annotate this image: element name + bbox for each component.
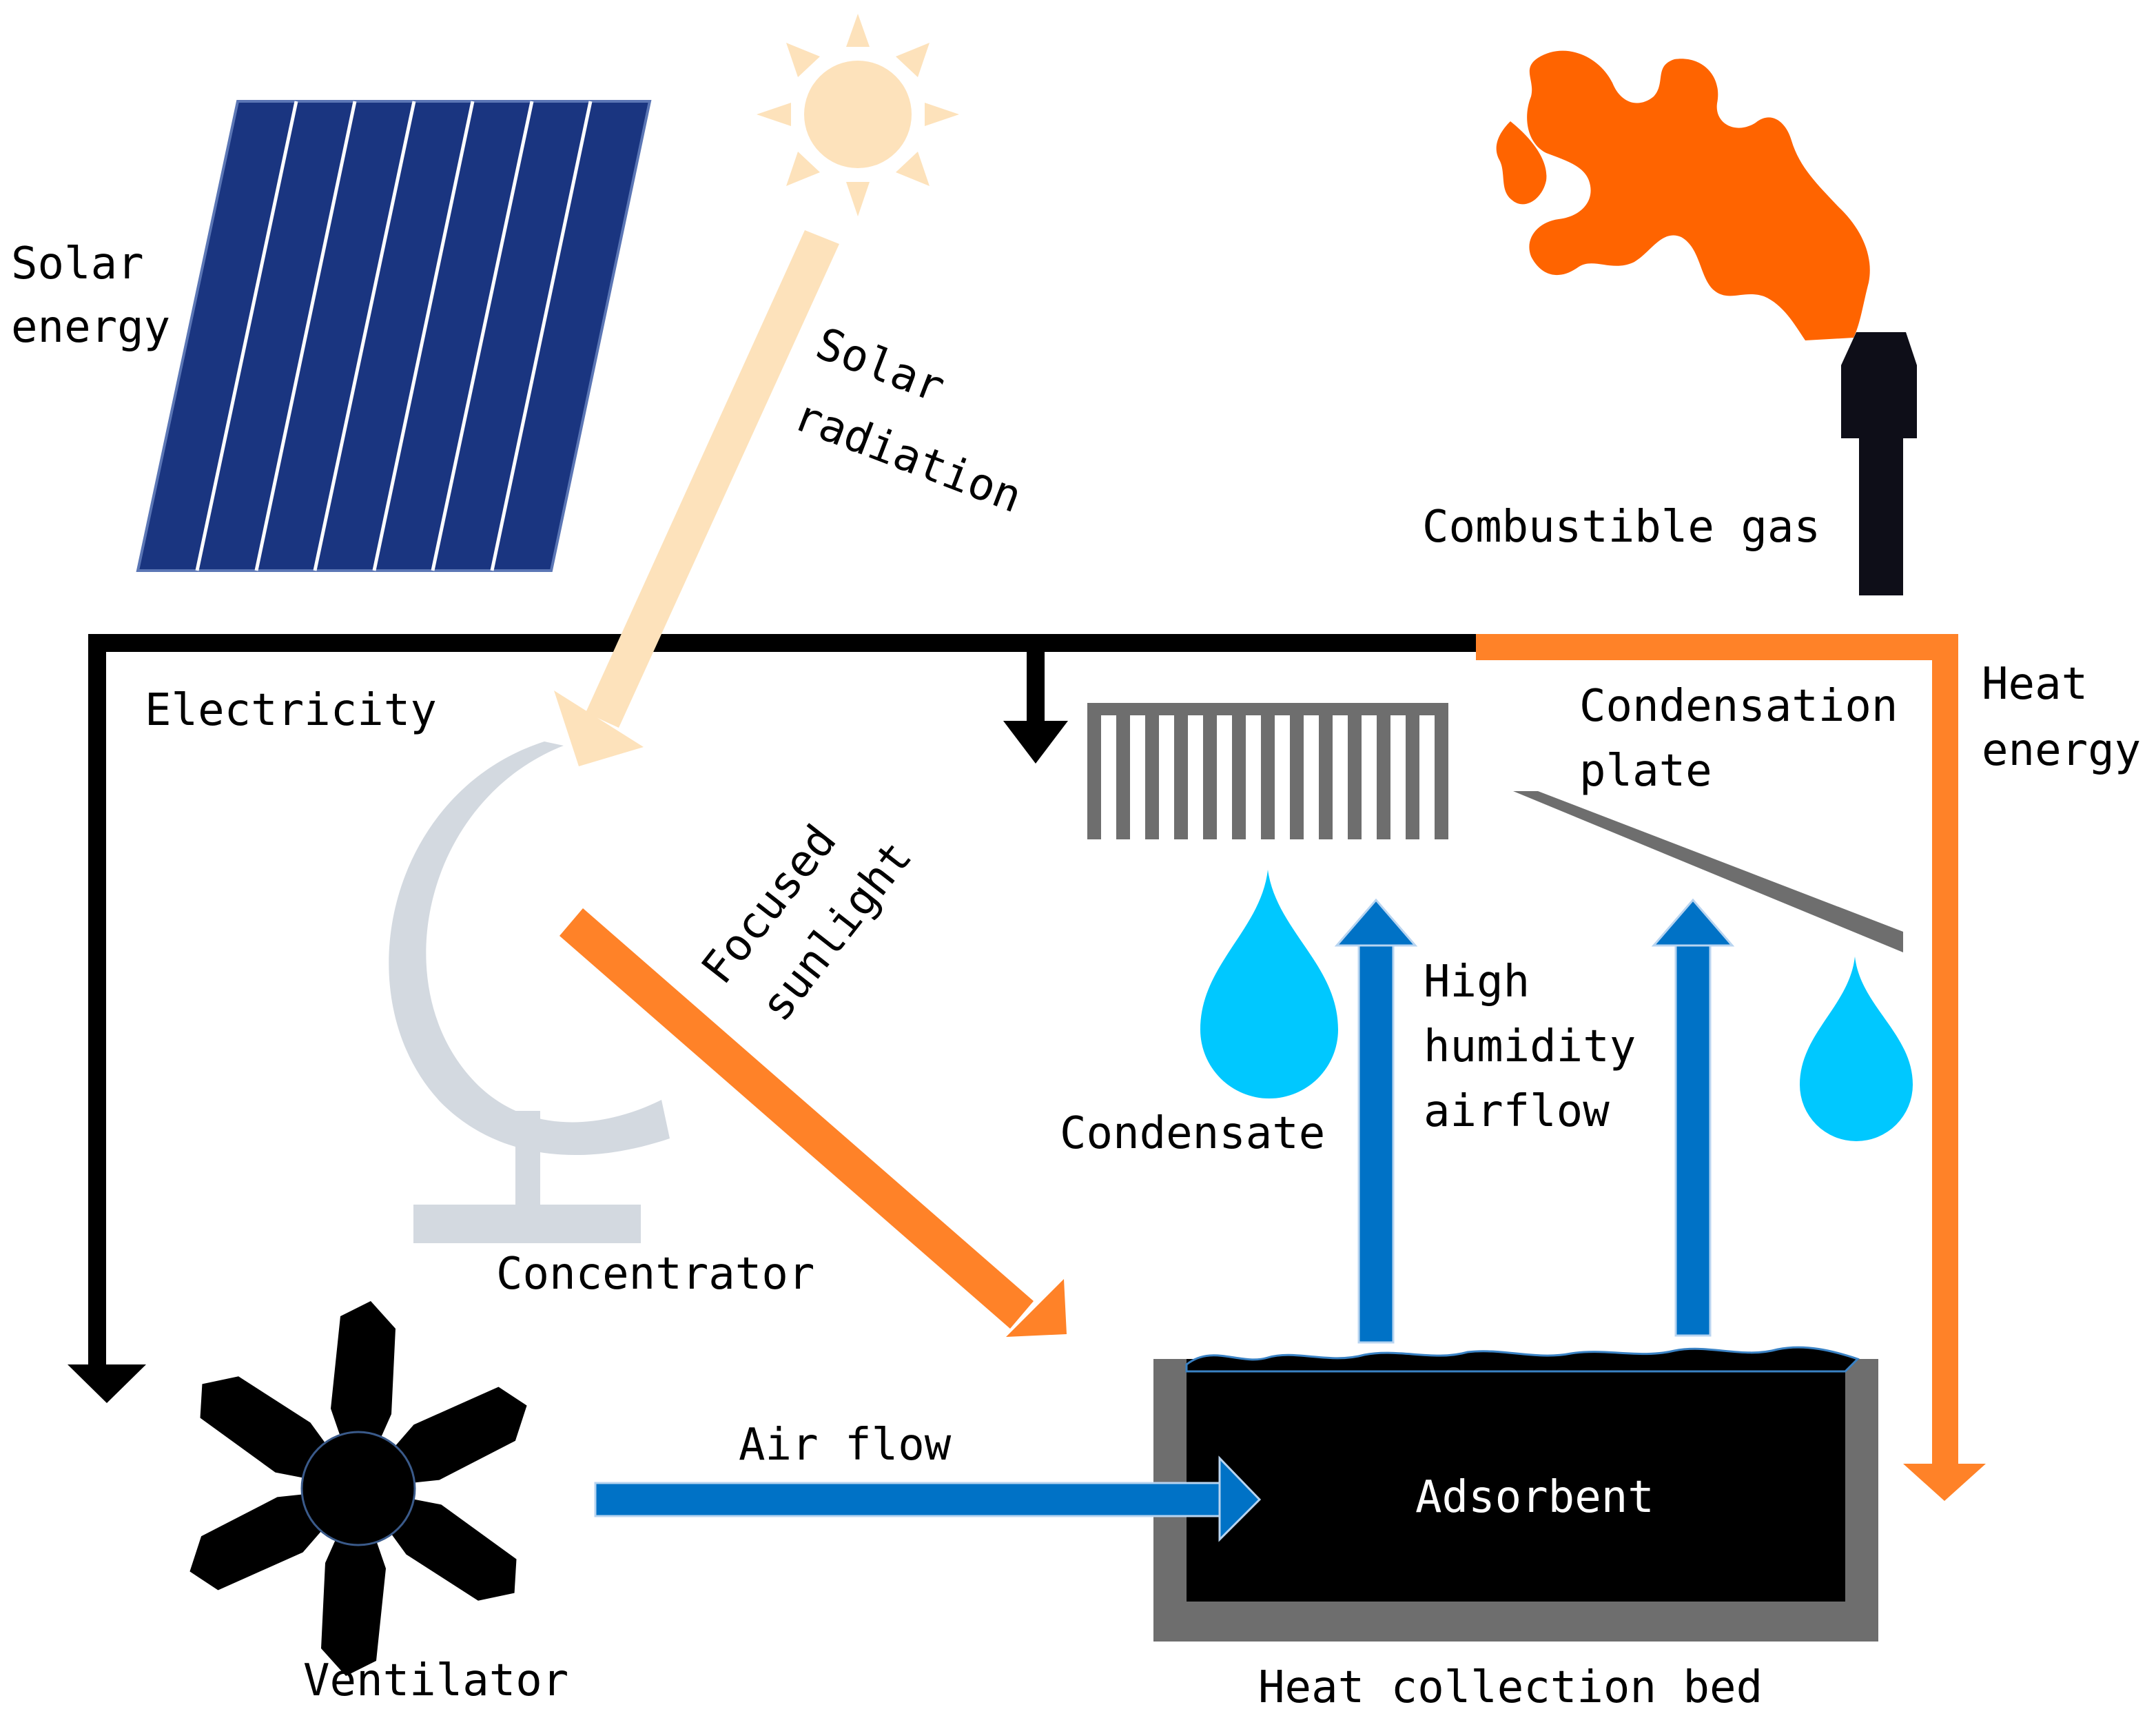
humidity-arrow <box>1651 898 1735 1337</box>
sun-icon <box>757 14 959 216</box>
heat-collection-bed-label: Heat collection bed <box>1258 1662 1763 1713</box>
chimney-icon <box>1841 332 1917 595</box>
condensation-plate-label: Condensation <box>1579 681 1898 732</box>
condensation-plate-label: plate <box>1579 746 1712 797</box>
heat-energy-line <box>1476 634 1986 1501</box>
flame-icon <box>1496 50 1870 340</box>
air-flow-label: Air flow <box>739 1420 952 1471</box>
ventilator-icon <box>189 1301 527 1676</box>
ventilator-label: Ventilator <box>303 1655 568 1706</box>
solar-energy-label: energy <box>11 302 170 353</box>
solar-panel-icon <box>136 100 652 572</box>
humidity-arrow <box>1334 898 1418 1344</box>
air-flow-arrow <box>594 1455 1262 1542</box>
high-humidity-airflow-label: airflow <box>1424 1086 1610 1137</box>
solar-radiation-label: radiation <box>787 390 1028 523</box>
concentrator-icon <box>389 742 670 1243</box>
condensation-plate-icon <box>1087 703 1448 839</box>
adsorbent-label: Adsorbent <box>1415 1472 1654 1523</box>
condensate-label: Condensate <box>1060 1108 1325 1159</box>
solar-radiation-arrow <box>554 230 839 766</box>
high-humidity-airflow-label: High <box>1424 957 1530 1008</box>
concentrator-label: Concentrator <box>496 1249 814 1300</box>
heat-energy-label: energy <box>1982 725 2141 776</box>
droplet-icon <box>1800 957 1913 1141</box>
high-humidity-airflow-label: humidity <box>1424 1021 1636 1072</box>
combustible-gas-label: Combustible gas <box>1422 502 1820 553</box>
solar-energy-label: Solar <box>11 238 144 289</box>
heat-energy-label: Heat <box>1982 659 2088 710</box>
electricity-label: Electricity <box>145 685 437 736</box>
slanted-plate-icon <box>1513 791 1903 952</box>
heat-collection-bed <box>1153 1346 1878 1642</box>
focused-sunlight-arrow <box>559 908 1067 1337</box>
electricity-line <box>68 634 1476 1403</box>
droplet-icon <box>1200 870 1338 1098</box>
